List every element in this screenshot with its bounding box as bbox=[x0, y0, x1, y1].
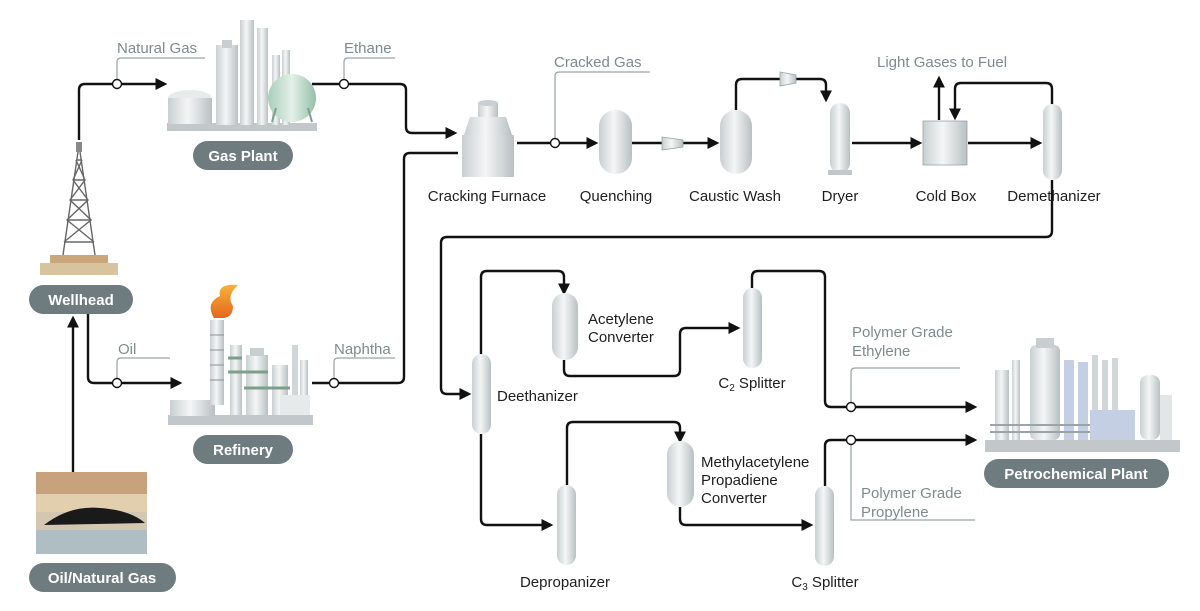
oil-natural-gas-pill: Oil/Natural Gas bbox=[29, 563, 176, 592]
gas-plant-icon bbox=[167, 20, 317, 131]
stream-leaders bbox=[116, 57, 975, 521]
gas-plant-label: Gas Plant bbox=[208, 148, 277, 165]
depropanizer-column-icon bbox=[557, 485, 576, 565]
unit-demethanizer: Demethanizer bbox=[1007, 188, 1100, 205]
unit-deethanizer: Deethanizer bbox=[497, 388, 578, 405]
quenching-vessel-icon bbox=[599, 110, 632, 174]
cracking-furnace-icon bbox=[462, 100, 514, 177]
oil-reservoir-strata-icon bbox=[36, 472, 147, 554]
flow-lines bbox=[67, 75, 1054, 531]
stream-light-gases: Light Gases to Fuel bbox=[877, 54, 1007, 71]
petrochemical-plant-label: Petrochemical Plant bbox=[1004, 466, 1147, 483]
stream-naphtha: Naphtha bbox=[334, 341, 391, 358]
compressor-icon bbox=[661, 136, 684, 151]
demethanizer-column-icon bbox=[1043, 104, 1062, 180]
cold-box-icon bbox=[922, 120, 968, 166]
unit-mapd-converter: Methylacetylene Propadiene Converter bbox=[701, 454, 814, 507]
unit-c2-splitter: C2 Splitter bbox=[718, 375, 785, 394]
compressor-icon bbox=[779, 71, 797, 87]
unit-c3-splitter: C3 Splitter bbox=[791, 574, 858, 593]
unit-quenching: Quenching bbox=[580, 188, 653, 205]
petrochemical-plant-icon bbox=[985, 338, 1180, 452]
mapd-converter-icon bbox=[667, 441, 694, 507]
c3-splitter-column-icon bbox=[815, 486, 834, 566]
c2-splitter-column-icon bbox=[743, 288, 762, 368]
oil-natural-gas-label: Oil/Natural Gas bbox=[48, 570, 156, 587]
refinery-pill: Refinery bbox=[193, 435, 293, 464]
stream-propylene: Polymer Grade Propylene bbox=[861, 485, 966, 521]
caustic-wash-vessel-icon bbox=[720, 110, 752, 174]
deethanizer-column-icon bbox=[472, 354, 491, 434]
acetylene-converter-icon bbox=[552, 293, 578, 360]
gas-plant-pill: Gas Plant bbox=[193, 141, 293, 170]
unit-acetylene-converter: Acetylene Converter bbox=[588, 311, 658, 346]
oil-derrick-icon bbox=[40, 142, 118, 275]
unit-cold-box: Cold Box bbox=[916, 188, 977, 205]
stream-ethane: Ethane bbox=[344, 40, 392, 57]
stream-cracked-gas: Cracked Gas bbox=[554, 54, 642, 71]
wellhead-label: Wellhead bbox=[48, 292, 114, 309]
refinery-icon bbox=[168, 284, 313, 425]
stream-ethylene: Polymer Grade Ethylene bbox=[852, 324, 957, 360]
stream-natural-gas: Natural Gas bbox=[117, 40, 197, 57]
petrochemical-plant-pill: Petrochemical Plant bbox=[984, 459, 1169, 488]
stream-nodes bbox=[111, 78, 857, 446]
unit-cracking-furnace: Cracking Furnace bbox=[428, 188, 546, 205]
dryer-vessel-icon bbox=[828, 103, 852, 175]
refinery-label: Refinery bbox=[213, 442, 274, 459]
unit-depropanizer: Depropanizer bbox=[520, 574, 610, 591]
unit-caustic-wash: Caustic Wash bbox=[689, 188, 781, 205]
unit-dryer: Dryer bbox=[822, 188, 859, 205]
stream-oil: Oil bbox=[118, 341, 136, 358]
wellhead-pill: Wellhead bbox=[29, 285, 133, 314]
